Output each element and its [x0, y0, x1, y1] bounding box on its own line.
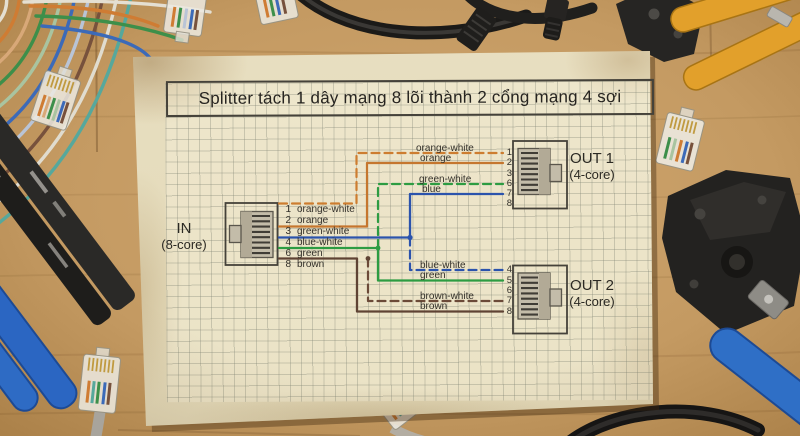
black-rj45-plug	[456, 7, 497, 51]
wire-label: blue	[422, 183, 441, 195]
wire-blue	[277, 192, 505, 239]
pin-number: 8	[506, 198, 512, 209]
pin-number: 6	[506, 178, 512, 189]
rj45-connector	[77, 346, 122, 436]
orange-crimping-tool	[616, 0, 800, 91]
wire-orange	[277, 161, 505, 228]
wire-green	[277, 246, 505, 282]
pin-wire-name: green	[297, 248, 323, 259]
pin-number: 6	[285, 248, 291, 259]
wire-green-white	[376, 182, 505, 250]
pin-number: 1	[285, 204, 291, 215]
pin-number: 8	[285, 259, 291, 270]
pin-number: 7	[506, 188, 512, 199]
wire-label: brown	[420, 301, 448, 312]
pin-number: 7	[506, 295, 512, 306]
black-rj45-boot	[542, 0, 569, 41]
out2-sublabel: (4-core)	[569, 294, 615, 309]
wire-orange-white	[277, 151, 505, 205]
out2-label: OUT 2	[570, 277, 614, 294]
out1-sublabel: (4-core)	[569, 167, 615, 182]
wire-brown-white	[366, 257, 505, 303]
junction-dot	[375, 245, 381, 251]
wire-stripper-tool	[0, 110, 135, 412]
blue-handle	[709, 327, 800, 436]
pin-number: 2	[285, 215, 291, 226]
pin-wire-name: orange	[297, 215, 329, 226]
pin-number: 5	[506, 274, 512, 286]
pin-number: 8	[506, 305, 512, 317]
in-sublabel: (8-core)	[161, 237, 207, 252]
out2-connector-label: OUT 2 (4-core)	[560, 277, 624, 310]
wire-brown	[277, 257, 505, 313]
in-pin-row: 6 green	[283, 249, 393, 259]
in-label: IN	[176, 220, 192, 237]
wire-label: blue-white	[420, 259, 466, 271]
in-pin-row: 8 brown	[283, 260, 393, 270]
in-pin-row: 2 orange	[283, 216, 393, 226]
rj45-connector	[30, 65, 81, 131]
crimping-tool	[662, 170, 800, 436]
pin-number: 2	[506, 157, 512, 168]
in-pin-row: 1 orange-white	[283, 205, 393, 215]
junction-dot	[365, 256, 371, 261]
blue-handle	[0, 248, 78, 412]
out1-connector-box	[512, 140, 568, 210]
in-pin-row: 4 blue-white	[283, 238, 393, 248]
in-connector-box	[224, 202, 279, 266]
wire-blue-white	[408, 236, 505, 272]
out1-connector-label: OUT 1 (4-core)	[560, 150, 624, 183]
pin-number: 4	[285, 237, 291, 248]
pin-number: 3	[506, 167, 512, 179]
in-connector-label: IN (8-core)	[156, 220, 212, 253]
black-cable	[567, 404, 765, 436]
pin-number: 1	[506, 147, 512, 158]
pin-number: 6	[506, 285, 512, 296]
in-pin-row: 3 green-white	[283, 227, 393, 237]
rj45-connector	[252, 0, 299, 25]
metal-clip	[766, 6, 793, 28]
wire-label: brown-white	[420, 290, 474, 302]
out1-label: OUT 1	[570, 150, 614, 167]
rj45-connector	[163, 0, 208, 44]
junction-dot	[407, 234, 413, 241]
wire-label: orange	[420, 152, 452, 164]
title-box: Splitter tách 1 dây mạng 8 lõi thành 2 c…	[165, 78, 655, 118]
pin-number: 4	[506, 264, 512, 275]
pin-wire-name: blue-white	[297, 237, 343, 248]
rj45-connector	[655, 106, 705, 172]
pin-wire-name: brown	[297, 259, 325, 270]
pin-wire-name: green-white	[297, 226, 350, 237]
out2-connector-box	[512, 264, 568, 335]
wire-label: green-white	[419, 173, 472, 185]
pin-wire-name: orange-white	[297, 204, 355, 215]
page-title: Splitter tách 1 dây mạng 8 lõi thành 2 c…	[198, 87, 622, 108]
pin-number: 3	[285, 226, 291, 237]
wire-label: orange-white	[416, 142, 474, 154]
wire-label: green	[420, 270, 446, 281]
